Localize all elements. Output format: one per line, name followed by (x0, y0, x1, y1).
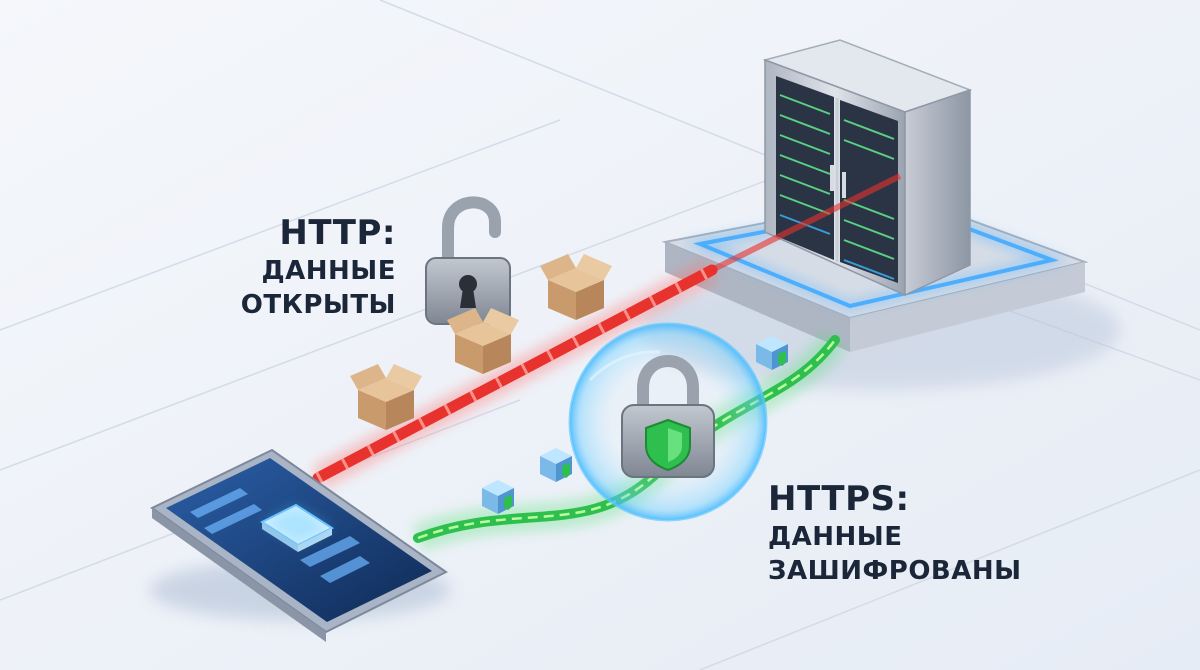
open-box-icon (350, 254, 612, 430)
https-label: HTTPS: ДАННЫЕ ЗАШИФРОВАНЫ (768, 478, 1068, 588)
shielded-cube-icon (482, 336, 788, 514)
http-label-title: HTTP: (279, 213, 396, 253)
http-channel (311, 173, 902, 490)
http-label: HTTP: ДАННЫЕ ОТКРЫТЫ (236, 212, 396, 322)
http-label-line-1: ДАННЫЕ (261, 256, 396, 286)
chip-icon (259, 503, 335, 552)
https-label-line-1: ДАННЫЕ (768, 522, 903, 552)
smartphone-icon (150, 448, 450, 642)
open-padlock-icon (425, 196, 511, 325)
closed-padlock-shield-icon (621, 355, 715, 478)
server-rack-icon (762, 39, 973, 297)
http-label-line-2: ОТКРЫТЫ (240, 290, 396, 320)
https-label-title: HTTPS: (768, 479, 910, 519)
https-label-line-2: ЗАШИФРОВАНЫ (768, 556, 1022, 586)
